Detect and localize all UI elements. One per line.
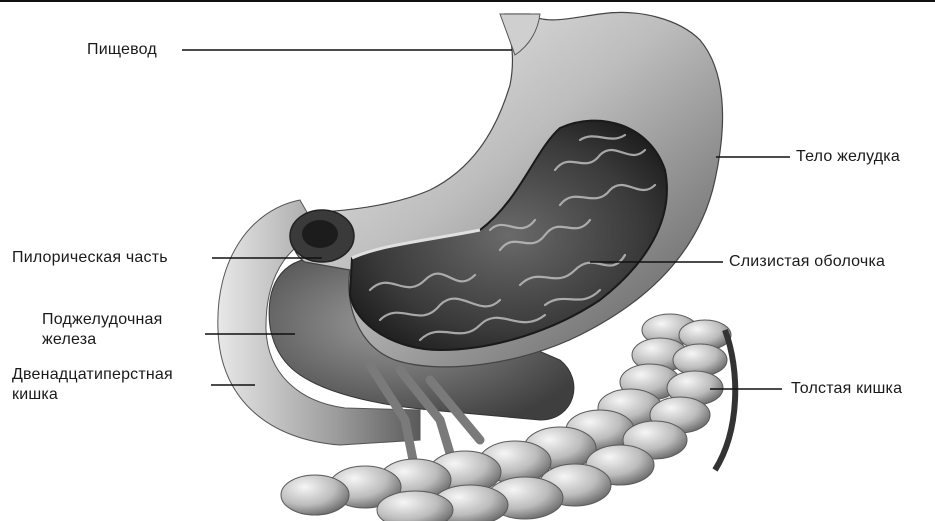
label-duodenum-line2: кишка — [12, 385, 58, 404]
label-colon: Толстая кишка — [791, 379, 902, 398]
label-pancreas-line1: Поджелудочная — [42, 310, 162, 329]
label-mucosa: Слизистая оболочка — [729, 252, 885, 271]
label-duodenum-line1: Двенадцатиперстная — [12, 365, 173, 384]
label-pancreas-line2: железа — [42, 330, 96, 349]
label-pyloric-part: Пилорическая часть — [12, 248, 168, 267]
label-stomach-body: Тело желудка — [796, 147, 900, 166]
label-esophagus: Пищевод — [87, 40, 157, 59]
